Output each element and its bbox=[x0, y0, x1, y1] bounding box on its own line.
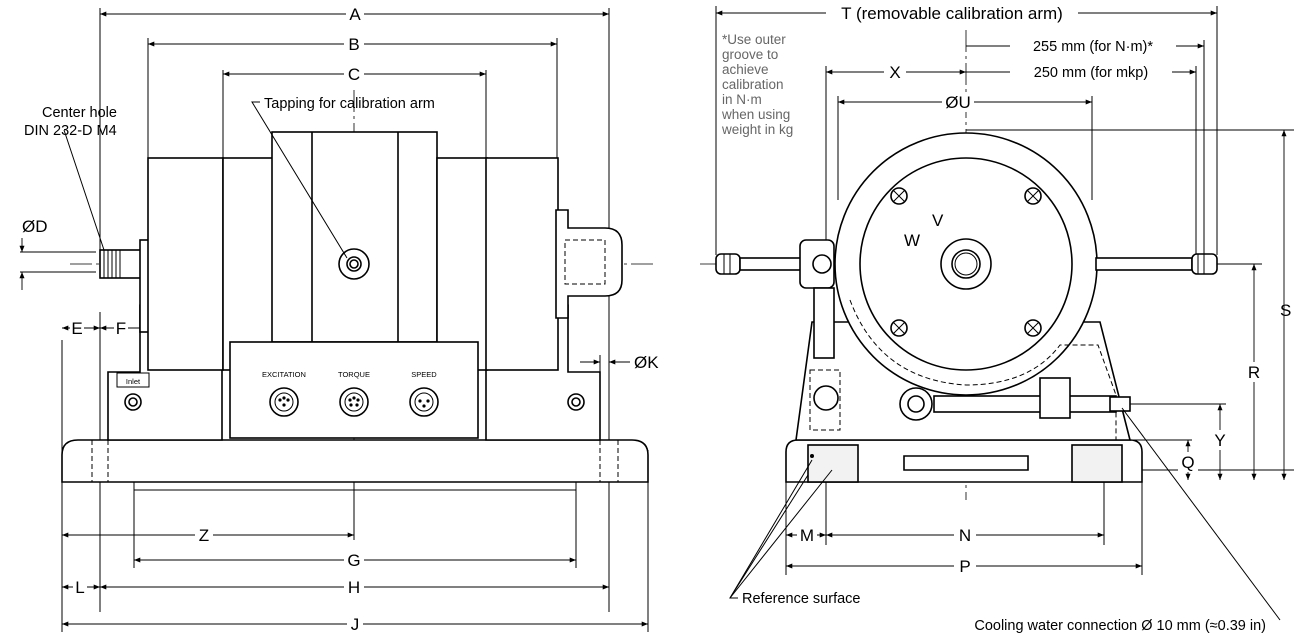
dim-F: F bbox=[116, 319, 126, 338]
dim-P: P bbox=[959, 557, 970, 576]
note-line: achieve bbox=[722, 62, 769, 77]
cooling-water-label: Cooling water connection Ø 10 mm (≈0.39 … bbox=[974, 618, 1266, 634]
connector-torque-label: TORQUE bbox=[338, 370, 370, 379]
reference-surface-label: Reference surface bbox=[742, 591, 860, 607]
dim-U: ØU bbox=[945, 93, 971, 112]
left-view-labels: A B C Center hole DIN 232-D M4 Tapping f… bbox=[22, 4, 659, 634]
dim-B: B bbox=[348, 35, 359, 54]
note-line: *Use outer bbox=[722, 32, 786, 47]
dim-Y: Y bbox=[1214, 431, 1225, 450]
dim-N: N bbox=[959, 526, 971, 545]
tapping-label: Tapping for calibration arm bbox=[264, 96, 435, 112]
dim-A: A bbox=[349, 5, 361, 24]
dim-M: M bbox=[800, 526, 814, 545]
dim-R: R bbox=[1248, 363, 1260, 382]
dim-S: S bbox=[1280, 301, 1291, 320]
dim-Q: Q bbox=[1181, 453, 1194, 472]
note-line: weight in kg bbox=[721, 122, 793, 137]
connector-speed-label: SPEED bbox=[411, 370, 437, 379]
disc-bolts bbox=[890, 187, 1042, 337]
dim-C: C bbox=[348, 65, 360, 84]
dim-D: ØD bbox=[22, 217, 48, 236]
dim-J: J bbox=[351, 615, 360, 634]
center-hole-line1: Center hole bbox=[42, 105, 117, 121]
note-line: when using bbox=[721, 107, 790, 122]
dim-V: V bbox=[932, 211, 944, 230]
dim-G: G bbox=[347, 551, 360, 570]
dim-T: T (removable calibration arm) bbox=[841, 4, 1063, 23]
dim-W: W bbox=[904, 231, 920, 250]
note-line: groove to bbox=[722, 47, 778, 62]
outer-groove-note: *Use outer groove to achieve calibration… bbox=[721, 32, 793, 137]
dim-X: X bbox=[889, 63, 900, 82]
dim-L: L bbox=[75, 578, 84, 597]
dim-K: ØK bbox=[634, 353, 659, 372]
left-view bbox=[19, 8, 655, 632]
inlet-label: Inlet bbox=[126, 377, 141, 386]
note-line: calibration bbox=[722, 77, 784, 92]
arm-255-label: 255 mm (for N·m)* bbox=[1033, 39, 1153, 55]
dim-E: E bbox=[71, 319, 82, 338]
right-view-labels: T (removable calibration arm) 255 mm (fo… bbox=[721, 2, 1291, 634]
center-hole-line2: DIN 232-D M4 bbox=[24, 123, 117, 139]
dim-H: H bbox=[348, 578, 360, 597]
note-line: in N·m bbox=[722, 92, 762, 107]
right-view bbox=[700, 6, 1294, 621]
connector-excitation-label: EXCITATION bbox=[262, 370, 306, 379]
dim-Z: Z bbox=[199, 526, 209, 545]
arm-250-label: 250 mm (for mkp) bbox=[1034, 65, 1148, 81]
